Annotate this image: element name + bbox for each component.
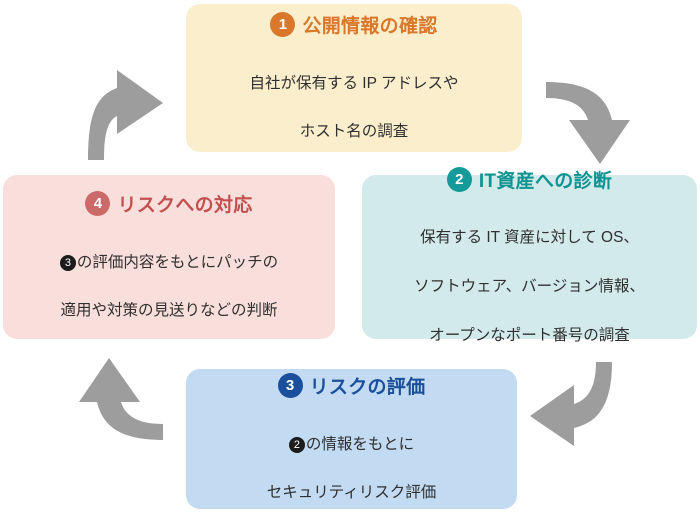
step-card-1: 1 公開情報の確認 自社が保有する IP アドレスや ホスト名の調査 bbox=[186, 4, 522, 152]
step-3-body-line-1: の情報をもとに bbox=[305, 435, 415, 453]
step-1-number-badge: 1 bbox=[270, 12, 296, 38]
step-2-body-line-1: 保有する IT 資産に対して OS、 bbox=[420, 229, 639, 247]
arrow-step3-to-step4-icon bbox=[79, 358, 163, 440]
arrow-step1-to-step2-icon bbox=[546, 82, 630, 164]
step-3-reference-number-icon: 2 bbox=[288, 436, 305, 453]
step-2-header: 2 IT資産への診断 bbox=[446, 166, 613, 193]
step-4-title: リスクへの対応 bbox=[117, 195, 253, 217]
step-1-body-line-1: 自社が保有する IP アドレスや bbox=[249, 74, 459, 92]
step-1-title: 公開情報の確認 bbox=[302, 16, 438, 38]
step-4-reference-number-icon: 3 bbox=[59, 254, 76, 271]
step-1-body-line-2: ホスト名の調査 bbox=[299, 123, 409, 141]
step-3-number-badge: 3 bbox=[277, 373, 303, 399]
step-1-header: 1 公開情報の確認 bbox=[270, 11, 437, 38]
step-3-header: 3 リスクの評価 bbox=[277, 372, 426, 399]
step-1-body: 自社が保有する IP アドレスや ホスト名の調査 bbox=[250, 47, 459, 145]
step-4-body-line-1: の評価内容をもとにパッチの bbox=[76, 253, 279, 271]
step-2-number-badge: 2 bbox=[446, 166, 472, 192]
step-2-body-line-3: オープンなポート番号の調査 bbox=[429, 326, 630, 344]
step-2-body-line-2: ソフトウェア、バージョン情報、 bbox=[414, 278, 645, 295]
arrow-step4-to-step1-icon bbox=[88, 70, 163, 160]
step-4-body-line-2: 適用や対策の見送りなどの判断 bbox=[60, 302, 278, 320]
step-2-body: 保有する IT 資産に対して OS、 ソフトウェア、バージョン情報、 オープンな… bbox=[414, 202, 645, 349]
step-3-title: リスクの評価 bbox=[309, 377, 426, 399]
step-card-2: 2 IT資産への診断 保有する IT 資産に対して OS、 ソフトウェア、バージ… bbox=[362, 166, 697, 344]
step-4-number-badge: 4 bbox=[85, 191, 111, 217]
step-4-header: 4 リスクへの対応 bbox=[85, 190, 252, 217]
step-2-title: IT資産への診断 bbox=[478, 170, 613, 192]
step-3-body-line-2: セキュリティリスク評価 bbox=[266, 484, 437, 502]
arrow-step2-to-step3-icon bbox=[530, 362, 612, 446]
